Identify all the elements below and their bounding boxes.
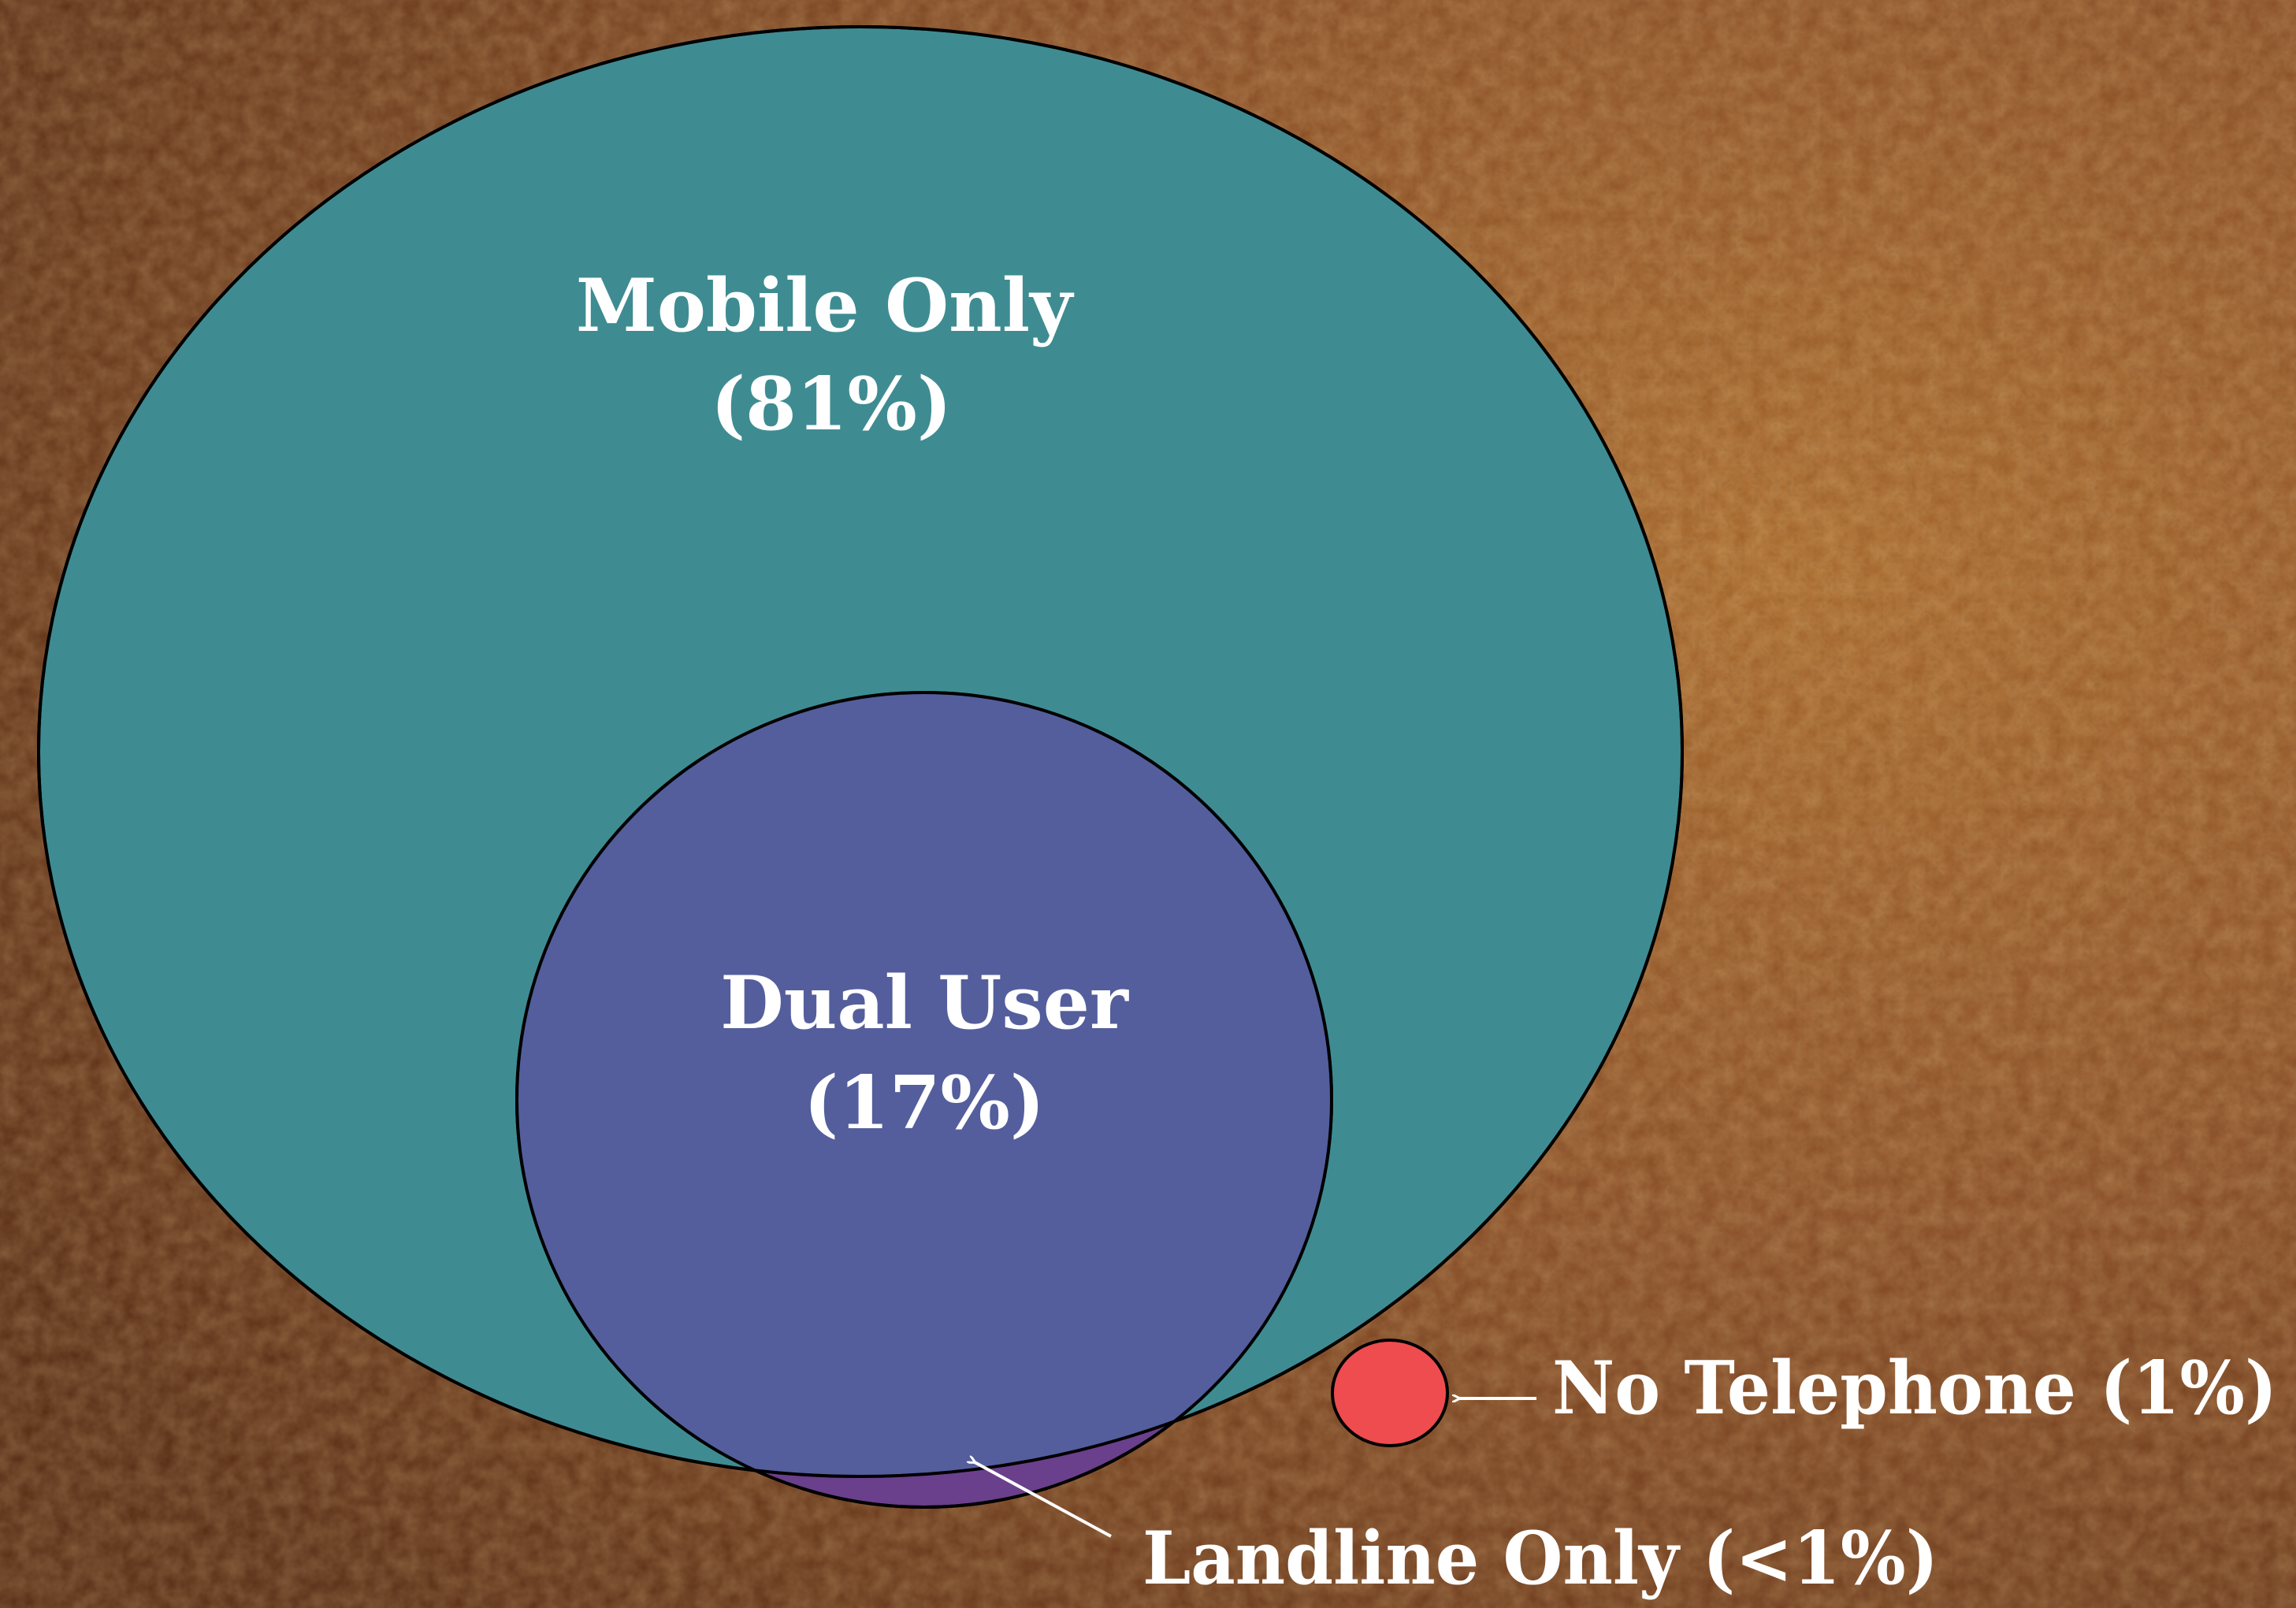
dual-user-label: Dual User (720, 960, 1129, 1045)
dual-user-circle-outline (515, 691, 1333, 1509)
mobile-only-label: Mobile Only (576, 262, 1075, 348)
mobile-only-percent: (81%) (711, 361, 952, 447)
mobile-only-ellipse-outline (37, 25, 1684, 1478)
landline-only-label: Landline Only (<1%) (1142, 1515, 1938, 1601)
dual-user-circle (517, 693, 1332, 1476)
landline-only-arrow (975, 1462, 1112, 1538)
dual-user-percent: (17%) (804, 1060, 1045, 1146)
no-telephone-dot (1331, 1339, 1449, 1447)
no-telephone-label: No Telephone (1%) (1552, 1345, 2277, 1431)
